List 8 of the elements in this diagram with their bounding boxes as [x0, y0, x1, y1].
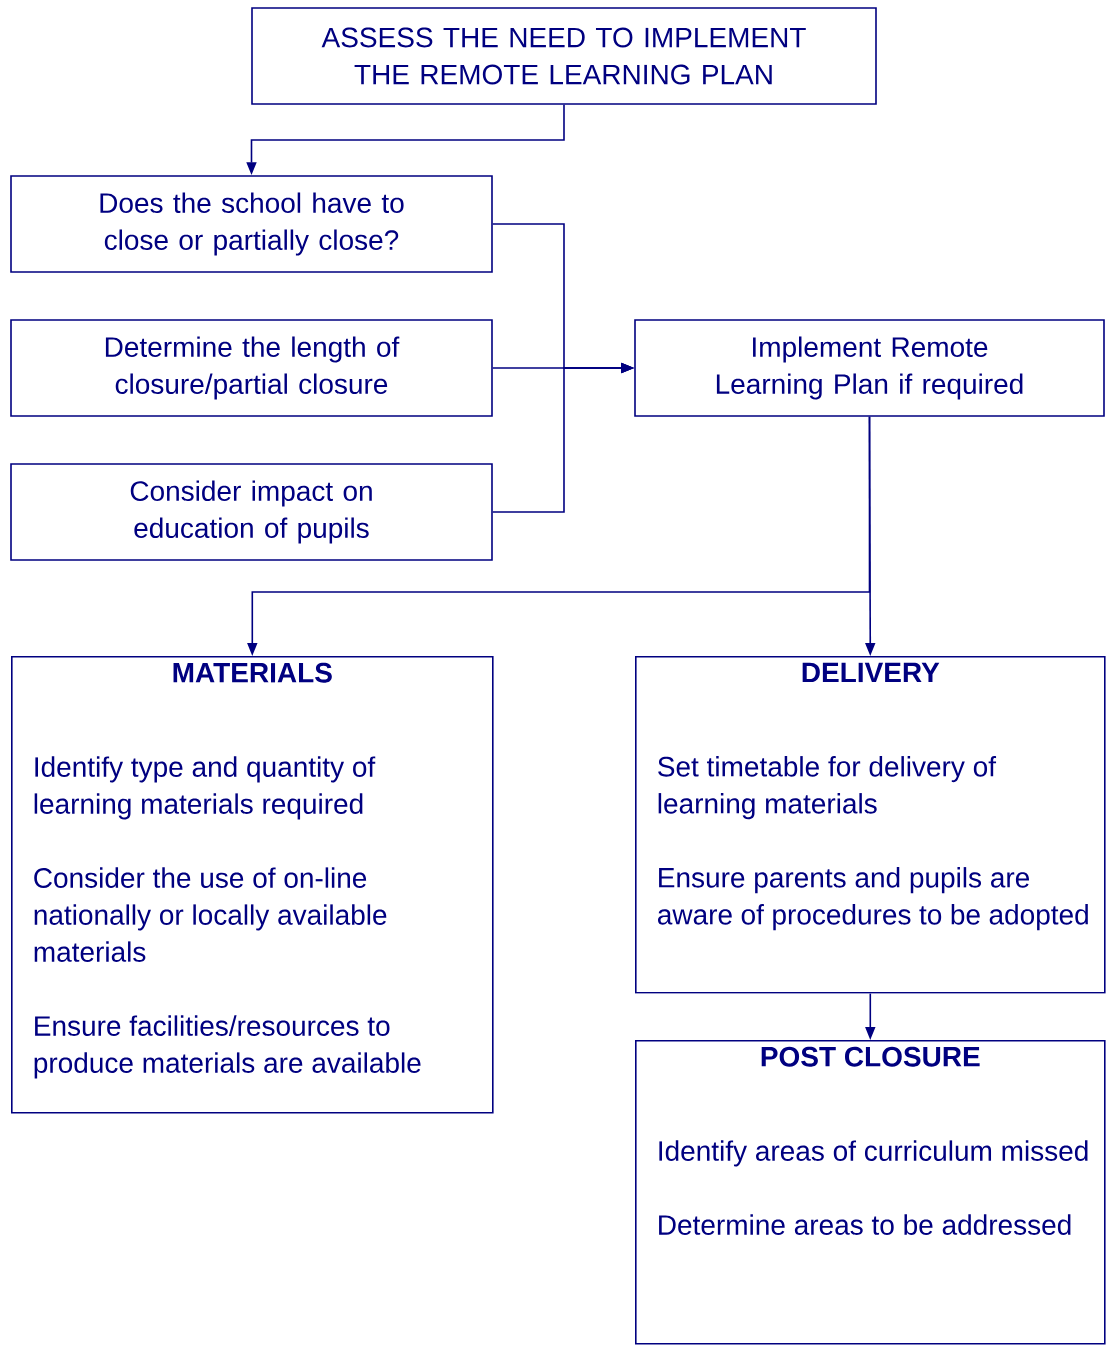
process-box: Determine the length of closure/partial closure [10, 319, 493, 417]
section-box: POST CLOSURE Identify areas of curriculum missed Determine areas to be addressed [635, 1040, 1106, 1345]
process-box: ASSESS THE NEED TO IMPLEMENT THE REMOTE LEARNING PLAN [251, 7, 877, 105]
section-box: MATERIALS Identify type and quantity of learning materials required Consider the use of on-line nationally or locally available materials Ensure facilities/resources to produce materials are available [11, 656, 494, 1114]
process-box: Implement Remote Learning Plan if required [634, 319, 1105, 417]
process-box: Does the school have to close or partially close? [10, 175, 493, 273]
process-box: Consider impact on education of pupils [10, 463, 493, 561]
section-box: DELIVERY Set timetable for delivery of learning materials Ensure parents and pupils are aware of procedures to be adopted [635, 656, 1106, 994]
